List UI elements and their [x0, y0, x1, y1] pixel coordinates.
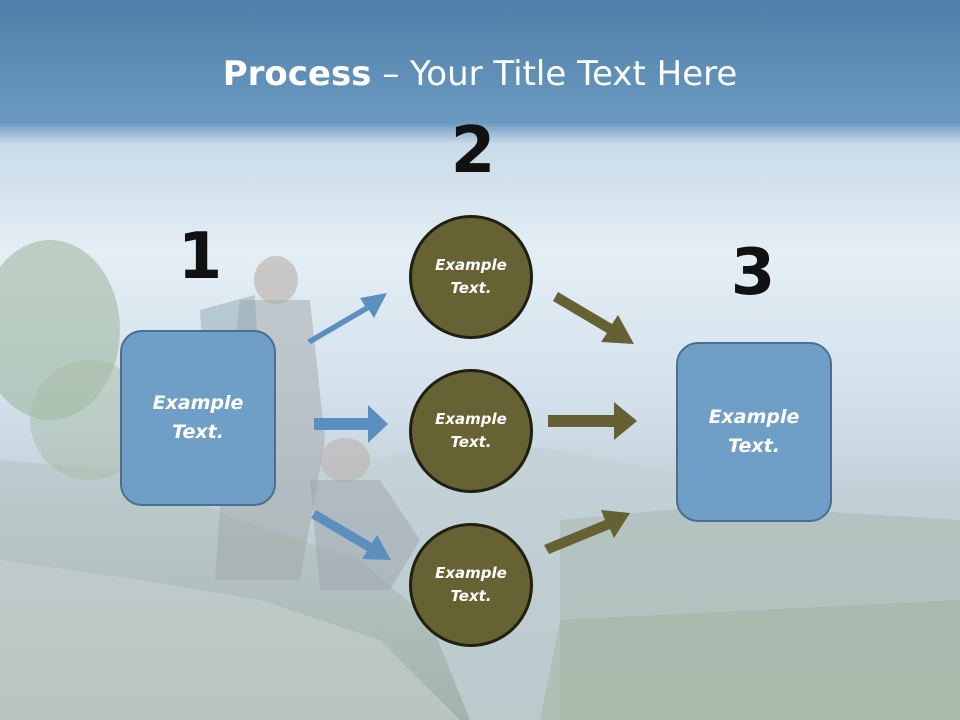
left-box-label: Example Text.	[152, 392, 244, 443]
title-bold: Process	[222, 54, 372, 94]
arrow-from-middle-circle	[548, 402, 637, 440]
slide-title: Process – Your Title Text Here	[0, 50, 960, 98]
left-text-box: Example Text.	[120, 330, 276, 506]
right-box-label: Example Text.	[708, 406, 800, 457]
arrow-to-bottom-circle	[311, 510, 391, 560]
step-number-2: 2	[450, 114, 496, 188]
right-text-box: Example Text.	[676, 342, 832, 522]
arrow-to-top-circle	[307, 293, 387, 344]
circle-top-label: Example Text.	[435, 256, 507, 297]
circle-middle: Example Text.	[409, 369, 533, 493]
circle-top: Example Text.	[409, 215, 533, 339]
title-rest: – Your Title Text Here	[371, 54, 738, 94]
arrow-to-middle-circle	[314, 405, 388, 443]
blue-arrows	[307, 293, 391, 560]
arrow-from-top-circle	[553, 292, 634, 344]
olive-arrows	[544, 292, 637, 554]
step-number-3: 3	[730, 236, 776, 310]
step-number-1: 1	[177, 220, 223, 294]
circle-bottom-label: Example Text.	[435, 564, 507, 605]
arrow-from-bottom-circle	[544, 510, 630, 554]
circle-middle-label: Example Text.	[435, 410, 507, 451]
circle-bottom: Example Text.	[409, 523, 533, 647]
